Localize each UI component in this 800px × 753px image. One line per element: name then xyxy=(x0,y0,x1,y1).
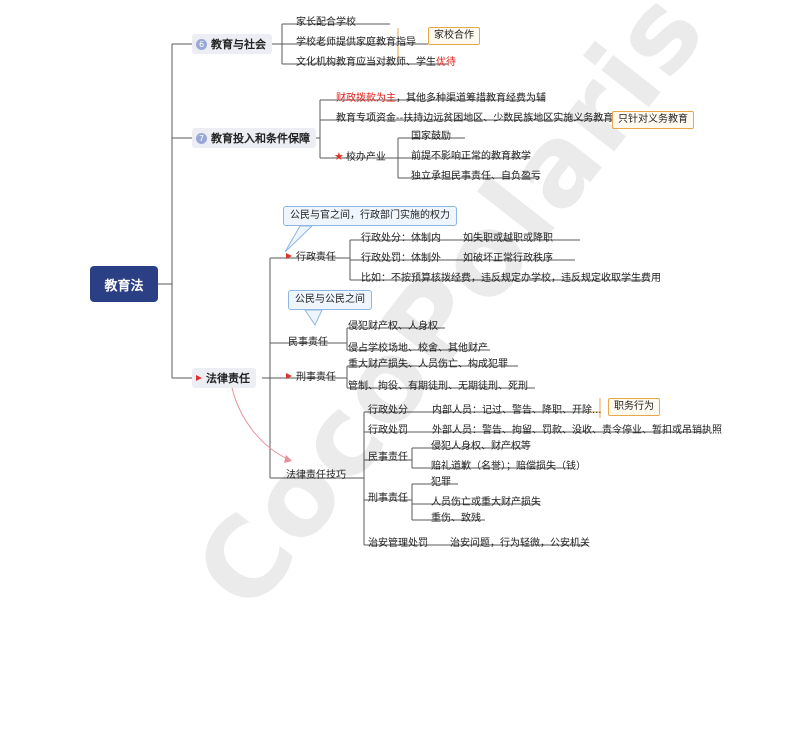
flag-icon xyxy=(196,375,202,381)
list-item: 前提不影响正常的教育教学 xyxy=(411,151,531,162)
list-item: 内部人员：记过、警告、降职、开除... xyxy=(432,405,602,416)
list-item: 国家鼓励 xyxy=(411,131,451,142)
note: 如破坏正常行政秩序 xyxy=(463,253,553,264)
number-6-icon: 6 xyxy=(196,38,207,50)
list-item: 侵占学校场地、校舍、其他财产 xyxy=(348,343,488,354)
list-item: 刑事责任 xyxy=(368,493,408,504)
list-item: 比如：不按预算核拨经费，违反规定办学校，违反规定收取学生费用 xyxy=(361,273,661,284)
root-node[interactable]: 教育法 xyxy=(90,266,158,302)
list-item: 财政拨款为主，其他多种渠道筹措教育经费为辅 xyxy=(336,93,546,104)
callout-compulsory: 只针对义务教育 xyxy=(612,111,694,129)
list-item: 赔礼道歉（名誉）；赔偿损失（钱） xyxy=(431,461,586,472)
callout-official-act: 职务行为 xyxy=(608,398,660,416)
list-item: 治安问题，行为轻微，公安机关 xyxy=(450,538,590,549)
school-industry: ★校办产业 xyxy=(334,150,386,164)
list-item: 犯罪 xyxy=(431,477,451,488)
list-item: 家长配合学校 xyxy=(296,17,356,28)
flag-icon xyxy=(286,373,292,379)
list-item: 外部人员：警告、拘留、罚款、没收、责令停业、暂扣或吊销执照 xyxy=(432,425,722,436)
list-item: 民事责任 xyxy=(368,452,408,463)
list-item: 人员伤亡或重大财产损失 xyxy=(431,497,541,508)
branch-title: 法律责任 xyxy=(206,372,250,385)
callout-home-school: 家校合作 xyxy=(428,27,480,45)
list-item: 行政处分：体制内 xyxy=(361,233,441,244)
list-item: 侵犯财产权、人身权 xyxy=(348,321,438,332)
list-item: 文化机构教育应当对教师、学生优待 xyxy=(296,57,456,68)
list-item: 管制、拘役、有期徒刑、无期徒刑、死刑 xyxy=(348,381,528,392)
connector-lines xyxy=(158,23,708,546)
list-item: 行政处罚 xyxy=(368,425,408,436)
callout-citizen-official: 公民与官之间，行政部门实施的权力 xyxy=(283,206,457,226)
star-icon: ★ xyxy=(334,150,344,163)
note: 如失职或越职或降职 xyxy=(463,233,553,244)
list-item: 行政处罚：体制外 xyxy=(361,253,441,264)
callout-citizen-citizen: 公民与公民之间 xyxy=(288,290,372,310)
criminal-liability: 刑事责任 xyxy=(286,372,336,384)
branch-education-society[interactable]: 6 教育与社会 xyxy=(192,34,272,54)
number-7-icon: 7 xyxy=(196,132,207,144)
branch-title: 教育与社会 xyxy=(211,38,266,51)
list-item: 教育专项资金--扶持边远贫困地区、少数民族地区实施义务教育 xyxy=(336,113,614,124)
list-item: 行政处分 xyxy=(368,405,408,416)
list-item: 治安管理处罚 xyxy=(368,538,428,549)
admin-liability: 行政责任 xyxy=(286,252,336,264)
mind-map: CocoPolaris 教育法 6 教育与社会 家长配合学校 学校老师提供家庭教… xyxy=(90,0,730,633)
legal-tips: 法律责任技巧 xyxy=(286,470,346,481)
list-item: 学校老师提供家庭教育指导 xyxy=(296,37,416,48)
flag-icon xyxy=(286,253,292,259)
list-item: 重大财产损失、人员伤亡、构成犯罪 xyxy=(348,359,508,370)
list-item: 重伤、致残 xyxy=(431,513,481,524)
civil-liability: 民事责任 xyxy=(288,337,328,348)
branch-legal-liability[interactable]: 法律责任 xyxy=(192,368,256,388)
list-item: 独立承担民事责任、自负盈亏 xyxy=(411,171,541,182)
branch-title: 教育投入和条件保障 xyxy=(211,132,310,145)
list-item: 侵犯人身权、财产权等 xyxy=(431,441,531,452)
branch-investment[interactable]: 7 教育投入和条件保障 xyxy=(192,128,316,148)
